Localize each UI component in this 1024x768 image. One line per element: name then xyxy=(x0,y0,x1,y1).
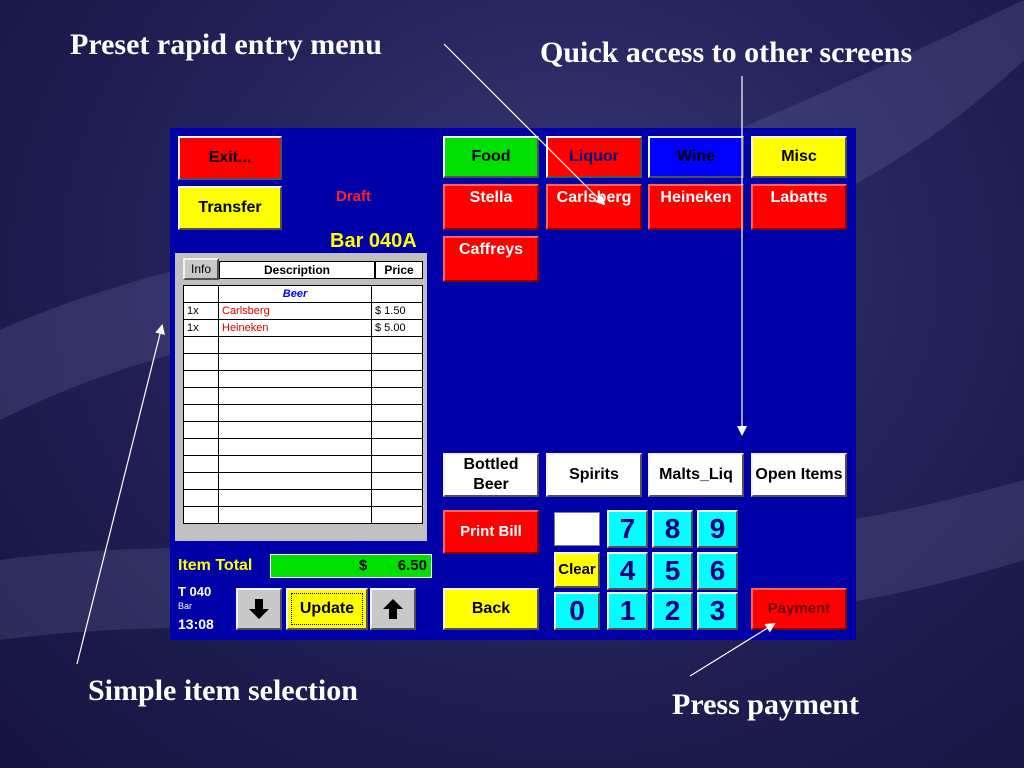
table-row xyxy=(183,472,423,490)
scroll-up-button[interactable] xyxy=(370,588,416,630)
category-wine[interactable]: Wine xyxy=(648,136,744,178)
row-name: Heineken xyxy=(218,319,372,337)
table-name: Bar 040A xyxy=(330,230,417,252)
update-button[interactable]: Update xyxy=(286,588,368,630)
item-total-currency: $ xyxy=(359,557,368,574)
transfer-button[interactable]: Transfer xyxy=(178,186,282,230)
callout-preset-menu: Preset rapid entry menu xyxy=(70,28,382,61)
key-9[interactable]: 9 xyxy=(697,510,738,548)
row-qty: 1x xyxy=(183,319,219,337)
draft-label: Draft xyxy=(336,188,372,205)
back-button[interactable]: Back xyxy=(443,588,539,630)
key-2[interactable]: 2 xyxy=(652,592,693,630)
terminal-time: 13:08 xyxy=(178,616,214,632)
key-4[interactable]: 4 xyxy=(607,552,648,590)
item-total-label: Item Total xyxy=(178,557,253,574)
screen-open-items[interactable]: Open Items xyxy=(751,453,847,497)
screen-bottled-beer[interactable]: Bottled Beer xyxy=(443,453,539,497)
keypad-display xyxy=(554,512,600,546)
col-price-header: Price xyxy=(375,261,423,279)
key-7[interactable]: 7 xyxy=(607,510,648,548)
table-row: Beer xyxy=(183,285,423,303)
pos-screen: Exit... Transfer Draft Bar 040A Info Des… xyxy=(170,128,856,640)
key-3[interactable]: 3 xyxy=(697,592,738,630)
print-bill-button[interactable]: Print Bill xyxy=(443,510,539,554)
table-row xyxy=(183,387,423,405)
category-liquor[interactable]: Liquor xyxy=(546,136,642,178)
order-panel: Info Description Price Beer 1x Carlsberg… xyxy=(175,253,427,541)
row-price: $ 5.00 xyxy=(371,319,423,337)
table-row[interactable]: 1x Carlsberg $ 1.50 xyxy=(183,302,423,320)
screen-malts-liq[interactable]: Malts_Liq xyxy=(648,453,744,497)
table-row xyxy=(183,404,423,422)
table-row xyxy=(183,370,423,388)
key-6[interactable]: 6 xyxy=(697,552,738,590)
screen-spirits[interactable]: Spirits xyxy=(546,453,642,497)
table-row xyxy=(183,489,423,507)
key-0[interactable]: 0 xyxy=(554,592,600,630)
key-8[interactable]: 8 xyxy=(652,510,693,548)
key-5[interactable]: 5 xyxy=(652,552,693,590)
info-button[interactable]: Info xyxy=(183,258,219,280)
arrow-down-icon xyxy=(249,599,269,619)
scroll-down-button[interactable] xyxy=(236,588,282,630)
item-heineken[interactable]: Heineken xyxy=(648,184,744,230)
item-stella[interactable]: Stella xyxy=(443,184,539,230)
row-name: Carlsberg xyxy=(218,302,372,320)
row-price: $ 1.50 xyxy=(371,302,423,320)
callout-simple-selection: Simple item selection xyxy=(88,674,358,707)
table-row xyxy=(183,506,423,524)
arrow-simple-selection xyxy=(76,324,165,665)
key-1[interactable]: 1 xyxy=(607,592,648,630)
col-description-header: Description xyxy=(219,261,375,279)
table-row xyxy=(183,455,423,473)
table-row xyxy=(183,336,423,354)
terminal-area: Bar xyxy=(178,601,193,611)
category-misc[interactable]: Misc xyxy=(751,136,847,178)
terminal-id: T 040 xyxy=(178,584,212,599)
clear-button[interactable]: Clear xyxy=(554,552,600,588)
order-table: Beer 1x Carlsberg $ 1.50 1x Heineken $ 5… xyxy=(183,285,423,524)
item-carlsberg[interactable]: Carlsberg xyxy=(546,184,642,230)
item-total-value: 6.50 xyxy=(397,557,427,574)
exit-button[interactable]: Exit... xyxy=(178,136,282,180)
row-qty: 1x xyxy=(183,302,219,320)
item-total-box: $ 6.50 xyxy=(270,554,432,578)
table-row[interactable]: 1x Heineken $ 5.00 xyxy=(183,319,423,337)
callout-quick-access: Quick access to other screens xyxy=(540,36,913,69)
payment-button[interactable]: Payment xyxy=(751,588,847,630)
item-labatts[interactable]: Labatts xyxy=(751,184,847,230)
category-food[interactable]: Food xyxy=(443,136,539,178)
table-row xyxy=(183,353,423,371)
group-label: Beer xyxy=(218,285,372,303)
table-row xyxy=(183,421,423,439)
item-caffreys[interactable]: Caffreys xyxy=(443,236,539,282)
table-row xyxy=(183,438,423,456)
callout-press-payment: Press payment xyxy=(672,688,859,721)
arrow-up-icon xyxy=(383,599,403,619)
